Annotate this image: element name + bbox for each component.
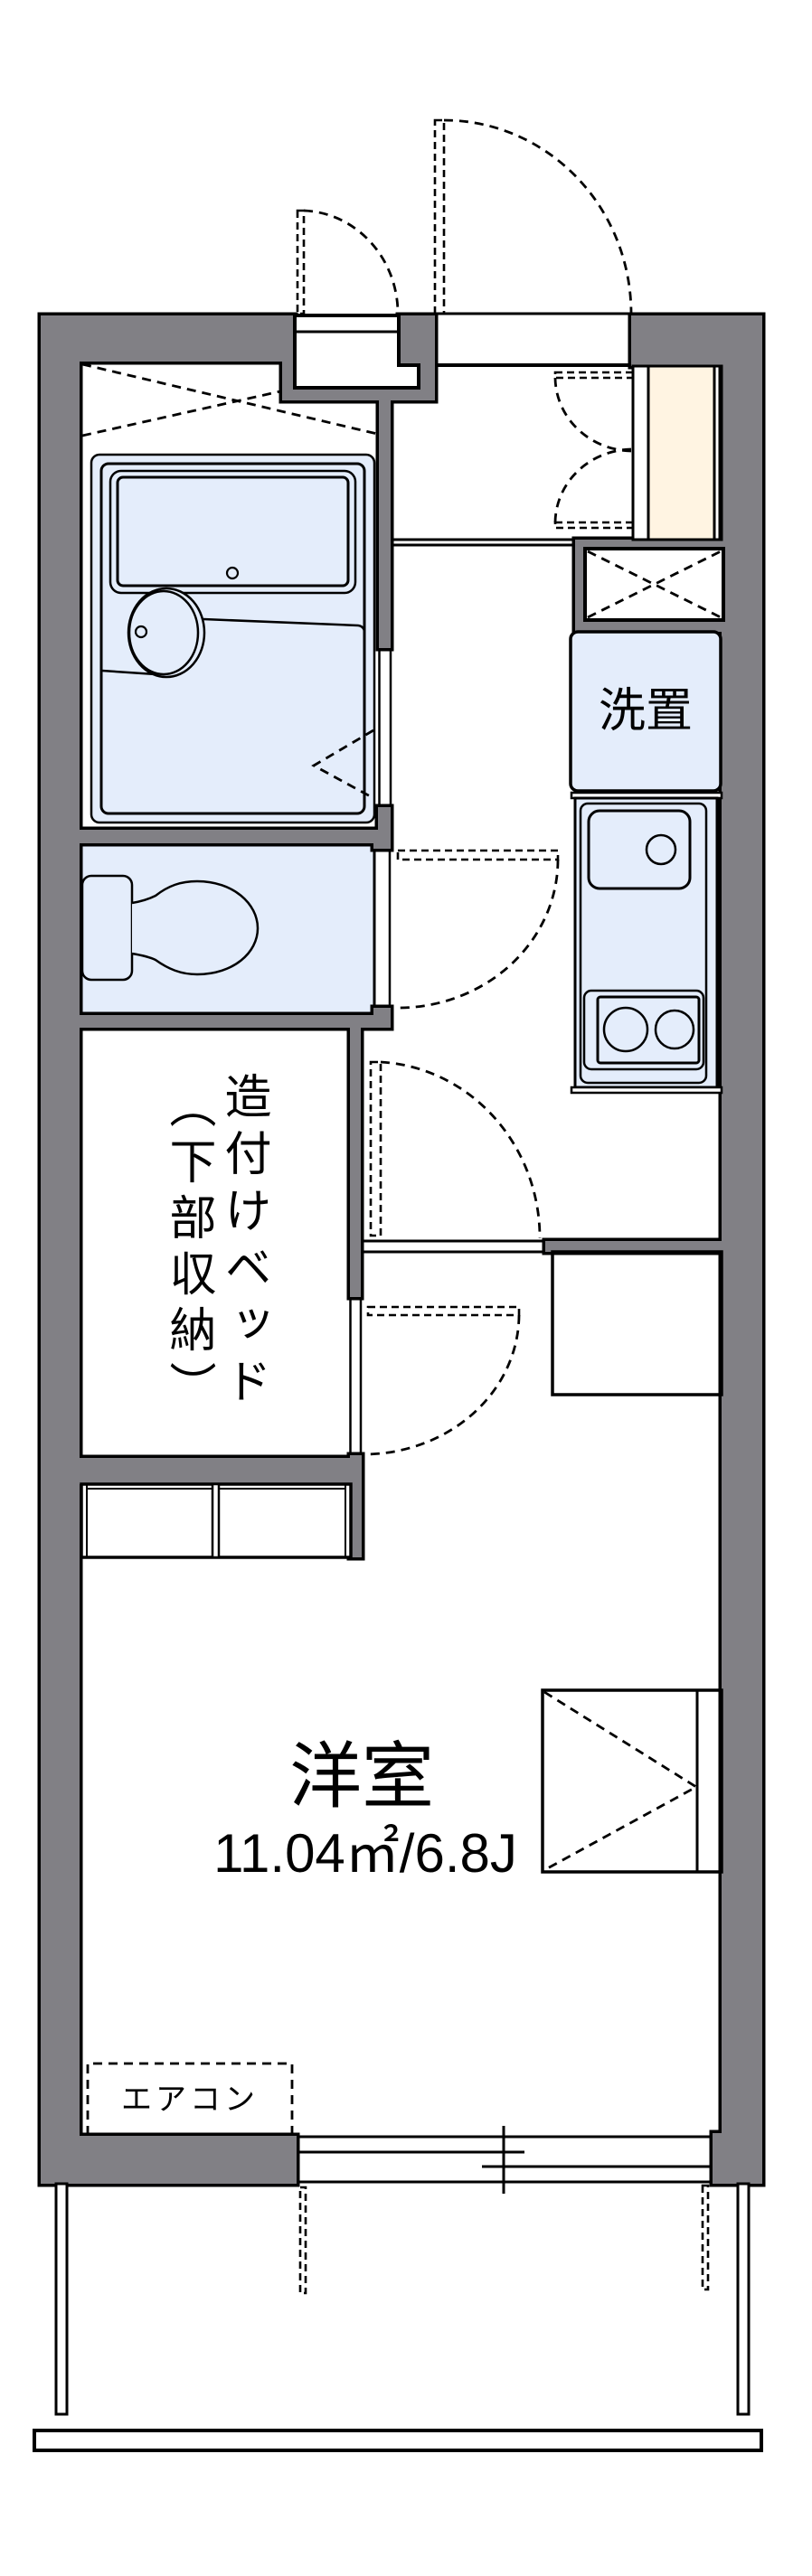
wall-bottom-right bbox=[713, 2133, 762, 2184]
balcony-railing bbox=[33, 2429, 763, 2452]
door-leaf bbox=[369, 1060, 382, 1237]
window-sash-right bbox=[701, 2184, 710, 2291]
built-in-bed-door bbox=[349, 1297, 521, 1456]
wall-closet-bottom bbox=[80, 1458, 362, 1484]
bathroom-door bbox=[311, 648, 392, 807]
meter-box-door bbox=[296, 209, 400, 315]
wall-toilet-stub-top bbox=[373, 830, 391, 849]
bath-dashed-diagonal-2 bbox=[81, 390, 281, 437]
bathtub-basin bbox=[116, 475, 350, 588]
kitchen-sink bbox=[587, 809, 692, 890]
entry-step bbox=[391, 538, 575, 547]
door-swing-arc bbox=[443, 118, 633, 315]
meter-box bbox=[293, 314, 420, 390]
folding-door-swing bbox=[311, 729, 374, 800]
door-swing-arc bbox=[303, 209, 400, 315]
burner-left-icon bbox=[602, 1006, 649, 1053]
toilet-tank bbox=[80, 874, 134, 982]
stove-inner bbox=[596, 995, 701, 1065]
wall-toilet-closet-partition bbox=[80, 1015, 391, 1028]
wall-bath-toilet-partition bbox=[80, 830, 391, 843]
door-leaf bbox=[366, 1305, 521, 1317]
wall-kitchen-room-partition bbox=[545, 1241, 722, 1252]
air-conditioner-outline bbox=[86, 2062, 294, 2135]
shelf-unit bbox=[80, 1482, 353, 1559]
wall-left bbox=[41, 315, 80, 2184]
toilet-fixture bbox=[80, 874, 260, 982]
wall-right bbox=[722, 315, 762, 2184]
storage-box bbox=[541, 1688, 723, 1874]
burner-right-icon bbox=[654, 1009, 695, 1050]
kitchen-counter bbox=[570, 791, 723, 1095]
wall-bottom-left bbox=[41, 2136, 297, 2184]
bathtub-drain-icon bbox=[225, 566, 240, 580]
shelf-divider bbox=[211, 1482, 221, 1559]
door-leaf bbox=[396, 849, 560, 861]
entrance-threshold bbox=[435, 312, 631, 367]
door-swing-arc bbox=[380, 1060, 542, 1239]
unit-bath-inner bbox=[99, 462, 366, 815]
balcony-side-right bbox=[736, 2182, 751, 2416]
storage-box-dashed-v bbox=[543, 1690, 699, 1872]
wash-basin-drain-icon bbox=[134, 625, 148, 639]
door-leaf bbox=[433, 118, 446, 315]
toilet-door bbox=[373, 849, 560, 1010]
pipe-space bbox=[583, 547, 725, 622]
window-sash-left bbox=[298, 2186, 307, 2295]
shoe-cabinet-body bbox=[647, 364, 716, 541]
shoe-cabinet-door-leaf-lower bbox=[553, 521, 635, 530]
bathroom-ceiling-marks bbox=[81, 362, 378, 437]
washer-space bbox=[569, 630, 722, 793]
shoe-cabinet bbox=[553, 364, 723, 541]
main-room-label: 洋室 bbox=[289, 1735, 434, 1819]
washer-space-label: 洗置 bbox=[598, 684, 693, 738]
bathtub-rim bbox=[109, 469, 357, 595]
shoe-cabinet-door-arc-lower bbox=[553, 447, 632, 523]
stove-outer bbox=[582, 989, 705, 1071]
meter-box-outline bbox=[293, 314, 420, 390]
pipe-space-diagonal-2 bbox=[587, 550, 722, 619]
built-in-bed-label: 造付けベッド bbox=[216, 1072, 270, 1414]
balcony bbox=[33, 2182, 763, 2452]
shoe-cabinet-door-arc-upper bbox=[553, 377, 632, 453]
main-room-door bbox=[361, 1060, 545, 1254]
wash-area-edge bbox=[203, 617, 366, 634]
wall-closet-right bbox=[350, 1015, 361, 1297]
refrigerator-space bbox=[551, 1250, 723, 1396]
unit-bath bbox=[90, 453, 376, 824]
air-conditioner-label: エアコン bbox=[121, 2082, 259, 2118]
toilet-bowl bbox=[131, 879, 260, 976]
wall-top-left bbox=[41, 315, 295, 362]
bath-dashed-diagonal-1 bbox=[81, 362, 378, 436]
wash-basin-inner bbox=[127, 589, 200, 676]
built-in-bed-note: （下部収納） bbox=[161, 1081, 215, 1417]
balcony-side-left bbox=[54, 2182, 69, 2416]
wall-bath-right-upper bbox=[379, 400, 391, 648]
main-room-area: 11.04㎡/6.8J bbox=[213, 1823, 517, 1884]
storage-box-outline bbox=[541, 1688, 723, 1874]
door-swing-arc bbox=[393, 859, 560, 1010]
entrance-door bbox=[433, 118, 633, 315]
sink-drain-icon bbox=[645, 833, 677, 866]
balcony-window bbox=[297, 2126, 713, 2295]
shoe-cabinet-door-leaf-upper bbox=[553, 371, 635, 380]
wash-area-edge-left bbox=[101, 669, 156, 676]
washer-space-box bbox=[569, 630, 722, 793]
door-swing-arc bbox=[363, 1314, 521, 1456]
counter-inner bbox=[579, 802, 708, 1085]
pipe-space-diagonal-1 bbox=[587, 550, 722, 619]
door-leaf bbox=[296, 209, 306, 315]
counter-bottom-edge bbox=[570, 1086, 723, 1095]
